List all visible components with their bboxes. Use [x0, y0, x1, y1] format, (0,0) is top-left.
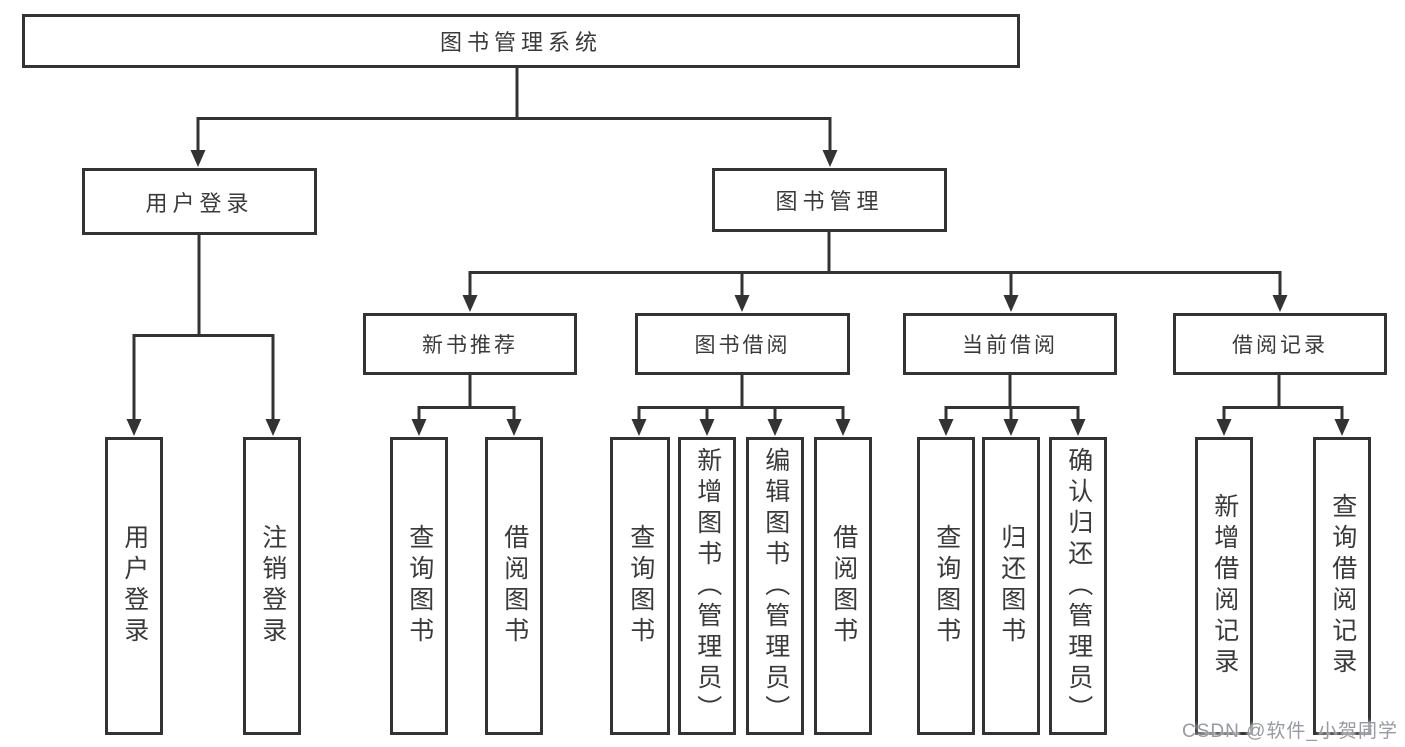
leaf-borrow-books-borrowing: 借阅图书 [814, 437, 872, 735]
node-label: 用户登录 [120, 524, 149, 648]
leaf-add-book-admin: 新增图书（管理员） [678, 437, 736, 735]
connector-current-borrowing-to-leaves [938, 375, 1086, 436]
node-label: 新书推荐 [422, 334, 518, 357]
node-current-borrowing: 当前借阅 [903, 313, 1117, 375]
node-label: 查询图书 [626, 524, 655, 648]
connector-new-book-recommendation-to-leaves [411, 374, 522, 436]
connector-book-borrowing-to-leaves [631, 375, 851, 436]
node-label: 当前借阅 [962, 334, 1058, 357]
leaf-query-books-borrowing: 查询图书 [610, 437, 670, 735]
node-label: 借阅图书 [829, 524, 858, 648]
node-label: 图书借阅 [694, 334, 791, 357]
connector-borrowing-records-to-leaves [1216, 375, 1350, 436]
node-label: 用户登录 [145, 190, 254, 216]
node-label: 图书管理系统 [439, 30, 602, 55]
node-label: 归还图书 [997, 524, 1026, 648]
node-label: 借阅记录 [1232, 334, 1328, 357]
leaf-return-books: 归还图书 [982, 437, 1040, 735]
leaf-query-books-recommend: 查询图书 [390, 437, 448, 735]
node-label: 新增借阅记录 [1210, 493, 1239, 679]
node-label: 注销登录 [258, 524, 287, 648]
node-label: 新增图书（管理员） [693, 446, 722, 726]
node-label: 确认归还（管理员） [1064, 446, 1093, 726]
leaf-borrow-books-recommend: 借阅图书 [485, 437, 543, 735]
node-user-login: 用户登录 [82, 168, 317, 235]
leaf-user-login: 用户登录 [105, 437, 163, 735]
node-root: 图书管理系统 [22, 14, 1020, 68]
node-label: 查询图书 [405, 524, 434, 648]
connector-book-management-to-level3 [462, 232, 1288, 312]
node-label: 图书管理 [775, 189, 884, 214]
node-label: 查询图书 [932, 524, 961, 648]
connector-root-to-level2 [190, 68, 838, 167]
leaf-confirm-return-admin: 确认归还（管理员） [1049, 437, 1107, 735]
connector-user-login-to-leaves [126, 235, 281, 436]
watermark: CSDN @软件_小贺同学 [1182, 721, 1398, 742]
node-label: 查询借阅记录 [1328, 493, 1357, 679]
leaf-edit-book-admin: 编辑图书（管理员） [746, 437, 804, 735]
leaf-query-books-current: 查询图书 [917, 437, 975, 735]
leaf-add-borrow-record: 新增借阅记录 [1195, 437, 1253, 735]
node-book-borrowing: 图书借阅 [635, 313, 850, 375]
leaf-logout: 注销登录 [243, 437, 301, 735]
node-borrowing-records: 借阅记录 [1173, 313, 1387, 375]
node-label: 编辑图书（管理员） [761, 446, 790, 726]
node-book-management: 图书管理 [712, 168, 947, 232]
leaf-query-borrow-record: 查询借阅记录 [1313, 437, 1371, 735]
node-new-book-recommendation: 新书推荐 [363, 313, 577, 375]
node-label: 借阅图书 [500, 524, 529, 648]
